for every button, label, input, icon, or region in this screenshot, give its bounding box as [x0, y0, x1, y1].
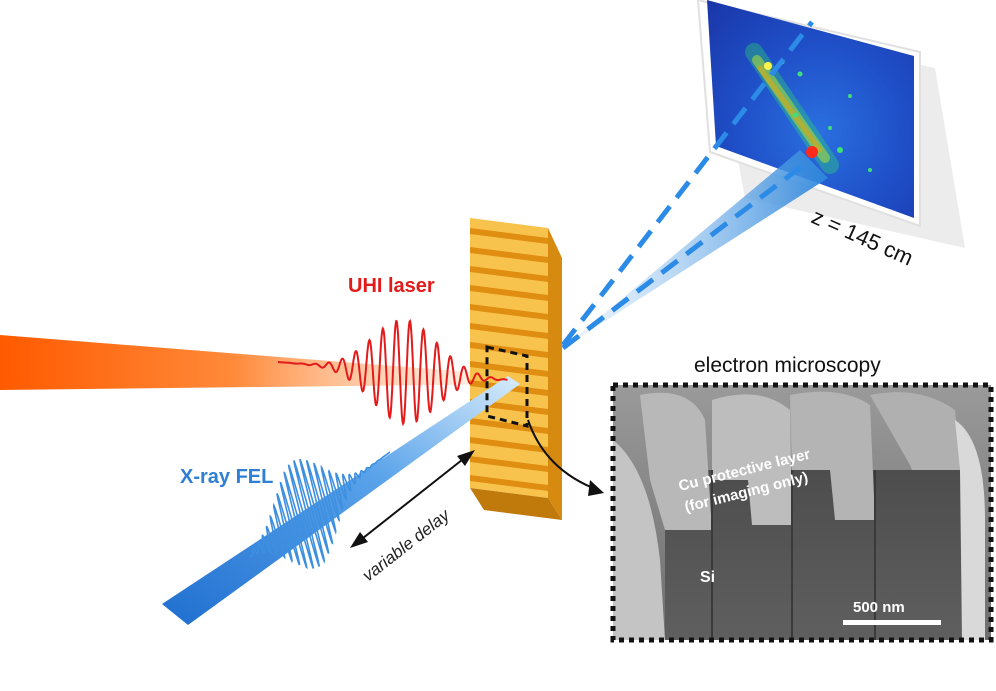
electron-microscopy-title: electron microscopy — [694, 354, 881, 377]
grating-bar — [470, 342, 548, 358]
grating-bar — [470, 285, 548, 301]
laser-beam — [0, 335, 520, 390]
uhi-laser-label: UHI laser — [348, 275, 435, 297]
scale-bar-label: 500 nm — [853, 599, 905, 616]
dashed-ray-upper — [561, 20, 814, 347]
laser-pulse-icon — [278, 318, 508, 427]
grating-bar — [470, 228, 548, 244]
inspection-box — [485, 345, 529, 428]
grating-bar — [470, 266, 548, 282]
xray-pulse-icon — [249, 451, 391, 570]
xray-fel-label: X-ray FEL — [180, 466, 273, 488]
grating-bar — [470, 418, 548, 434]
zoom-arrow — [527, 419, 599, 491]
sem-image: 500 nm Si Cu protective layer (for imagi… — [610, 382, 994, 643]
grating-bar — [470, 475, 548, 491]
si-label: Si — [700, 569, 715, 586]
grating-bar — [470, 323, 548, 339]
dashed-ray-lower — [561, 158, 812, 350]
grating-bar — [470, 437, 548, 453]
grating-bar — [470, 456, 548, 472]
grating-target-icon — [470, 218, 562, 520]
grating-bar — [470, 361, 548, 377]
zoom-arrow-head — [588, 480, 604, 496]
variable-delay-label: variable delay — [359, 505, 455, 585]
grating-bar — [470, 247, 548, 263]
variable-delay-arrow — [350, 450, 475, 548]
grating-bar — [470, 304, 548, 320]
